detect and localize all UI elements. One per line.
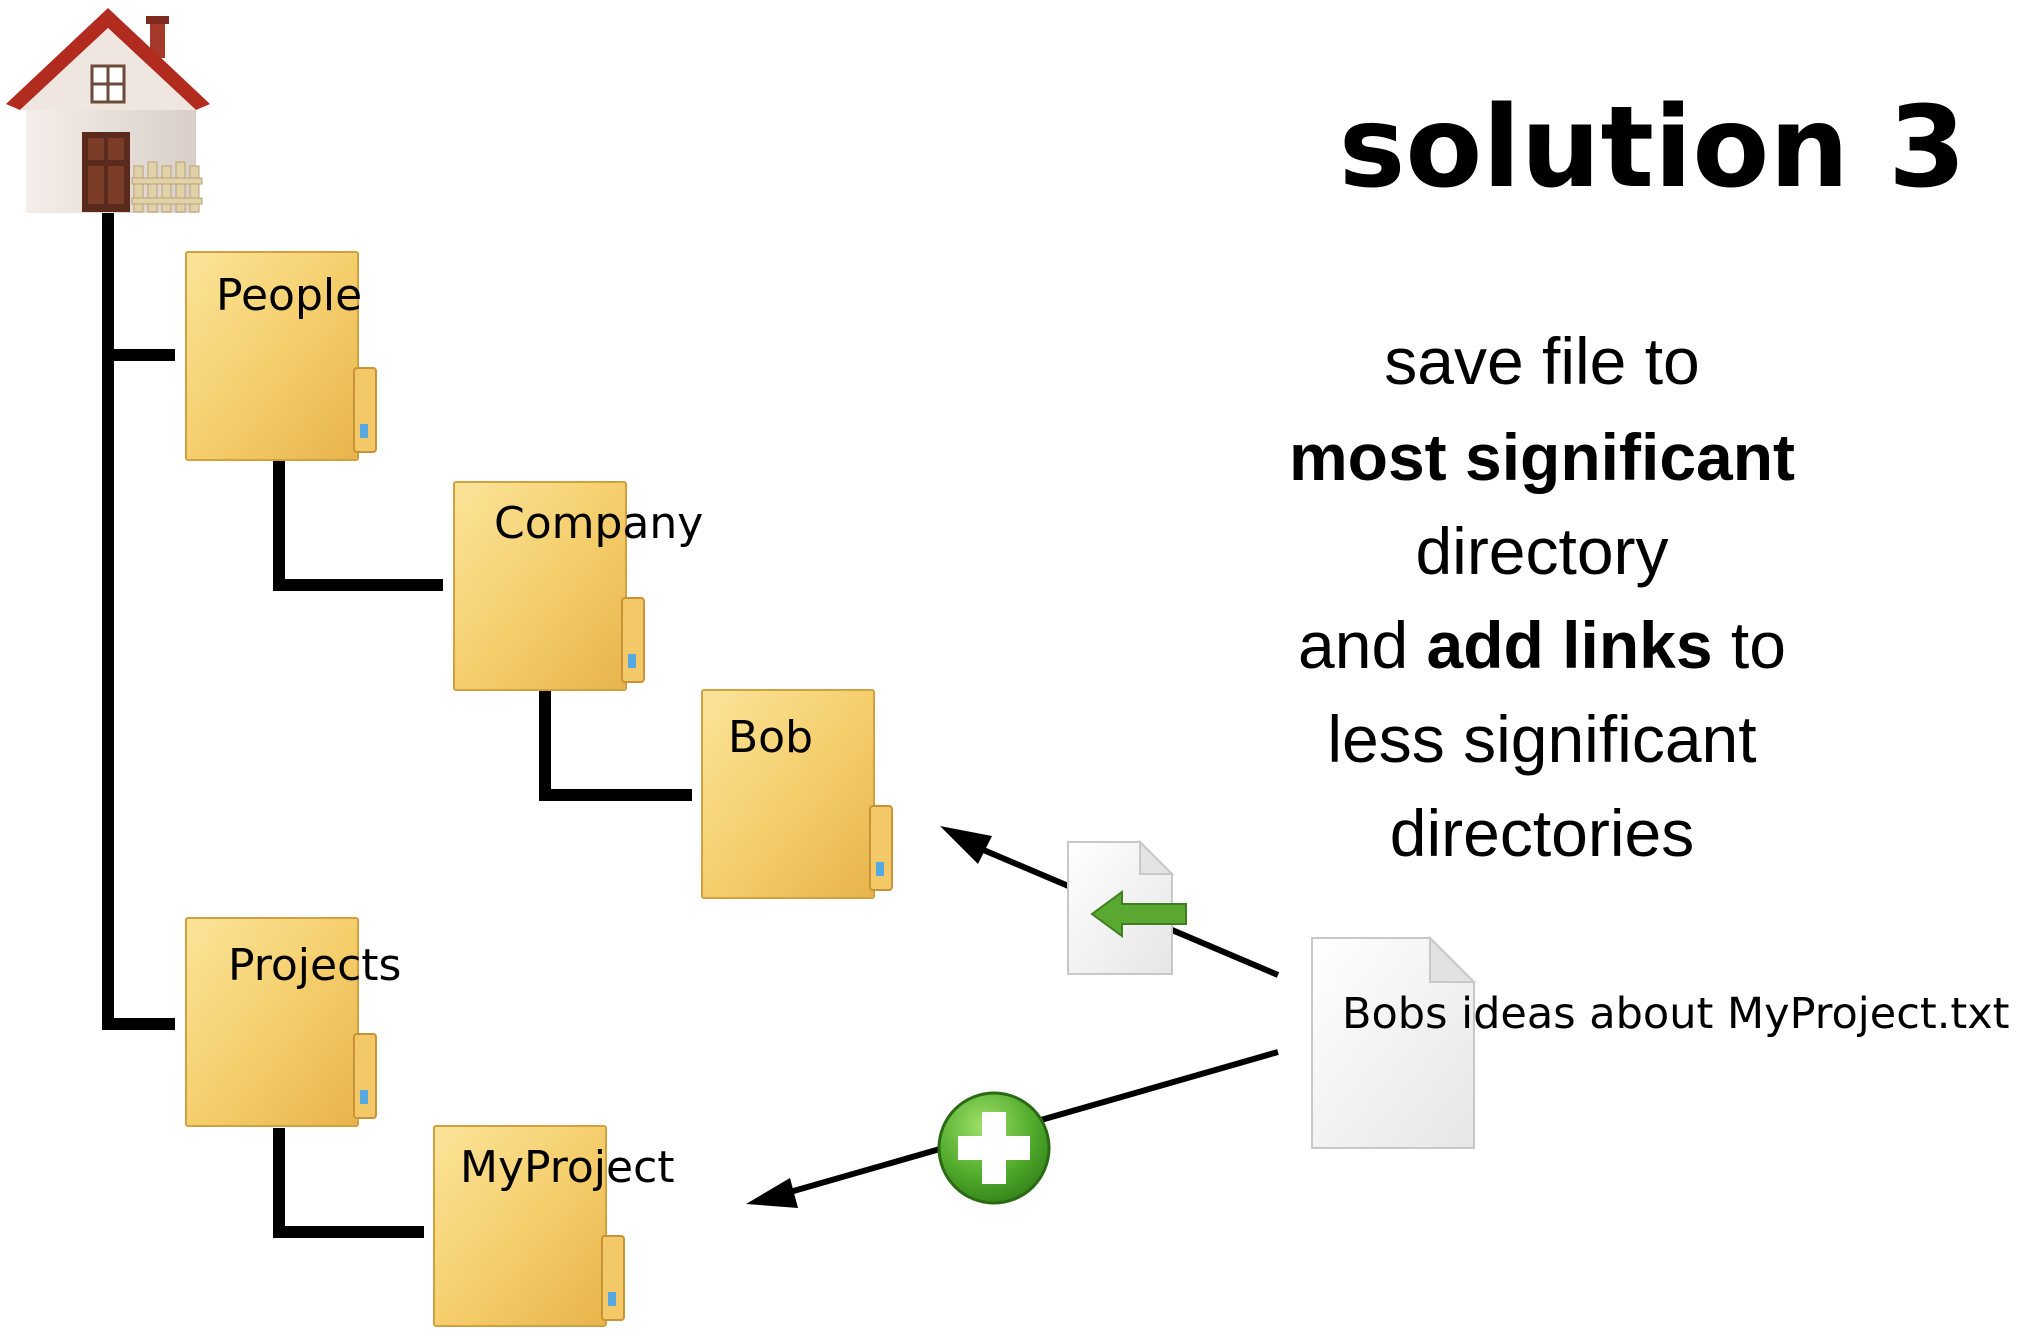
- description-line-4-a: and: [1298, 608, 1426, 682]
- folder-label-people: People: [216, 270, 362, 321]
- description-line-1: save file to: [1384, 324, 1700, 398]
- tree-lines: [102, 212, 692, 1238]
- folder-people[interactable]: People: [185, 251, 377, 461]
- folder-label-projects: Projects: [228, 940, 401, 991]
- file-name-label: Bobs ideas about MyProject.txt: [1342, 989, 2010, 1039]
- folder-projects[interactable]: Projects: [185, 917, 401, 1127]
- description-line-4-c: to: [1713, 608, 1786, 682]
- description-line-6: directories: [1390, 796, 1694, 870]
- tree-line-bob: [539, 690, 692, 801]
- folder-label-bob: Bob: [728, 712, 813, 763]
- description-line-5: less significant: [1327, 702, 1756, 776]
- description-line-3: directory: [1415, 514, 1668, 588]
- house-icon[interactable]: [6, 8, 210, 213]
- arrow-head-myproject: [746, 1178, 798, 1208]
- description-block: save file to most significant directory …: [1289, 324, 1795, 870]
- folder-label-myproject: MyProject: [460, 1142, 675, 1193]
- folder-label-company: Company: [494, 498, 703, 549]
- slide-title: solution 3: [1339, 83, 1966, 213]
- folder-bob[interactable]: Bob: [701, 689, 893, 899]
- file-link-arrow-icon: [1067, 839, 1187, 975]
- folder-company[interactable]: Company: [453, 481, 703, 691]
- tree-line-myproject: [273, 1128, 424, 1238]
- folder-myproject[interactable]: MyProject: [433, 1125, 675, 1327]
- description-line-2: most significant: [1289, 420, 1795, 494]
- tree-line-root: [102, 212, 175, 1030]
- green-plus-icon[interactable]: [937, 1091, 1051, 1205]
- text-file-icon[interactable]: [1311, 935, 1477, 1149]
- description-line-4: and add links to: [1298, 608, 1786, 682]
- description-line-4-b: add links: [1427, 608, 1713, 682]
- tree-line-company: [273, 460, 443, 591]
- arrow-head-bob: [940, 826, 992, 864]
